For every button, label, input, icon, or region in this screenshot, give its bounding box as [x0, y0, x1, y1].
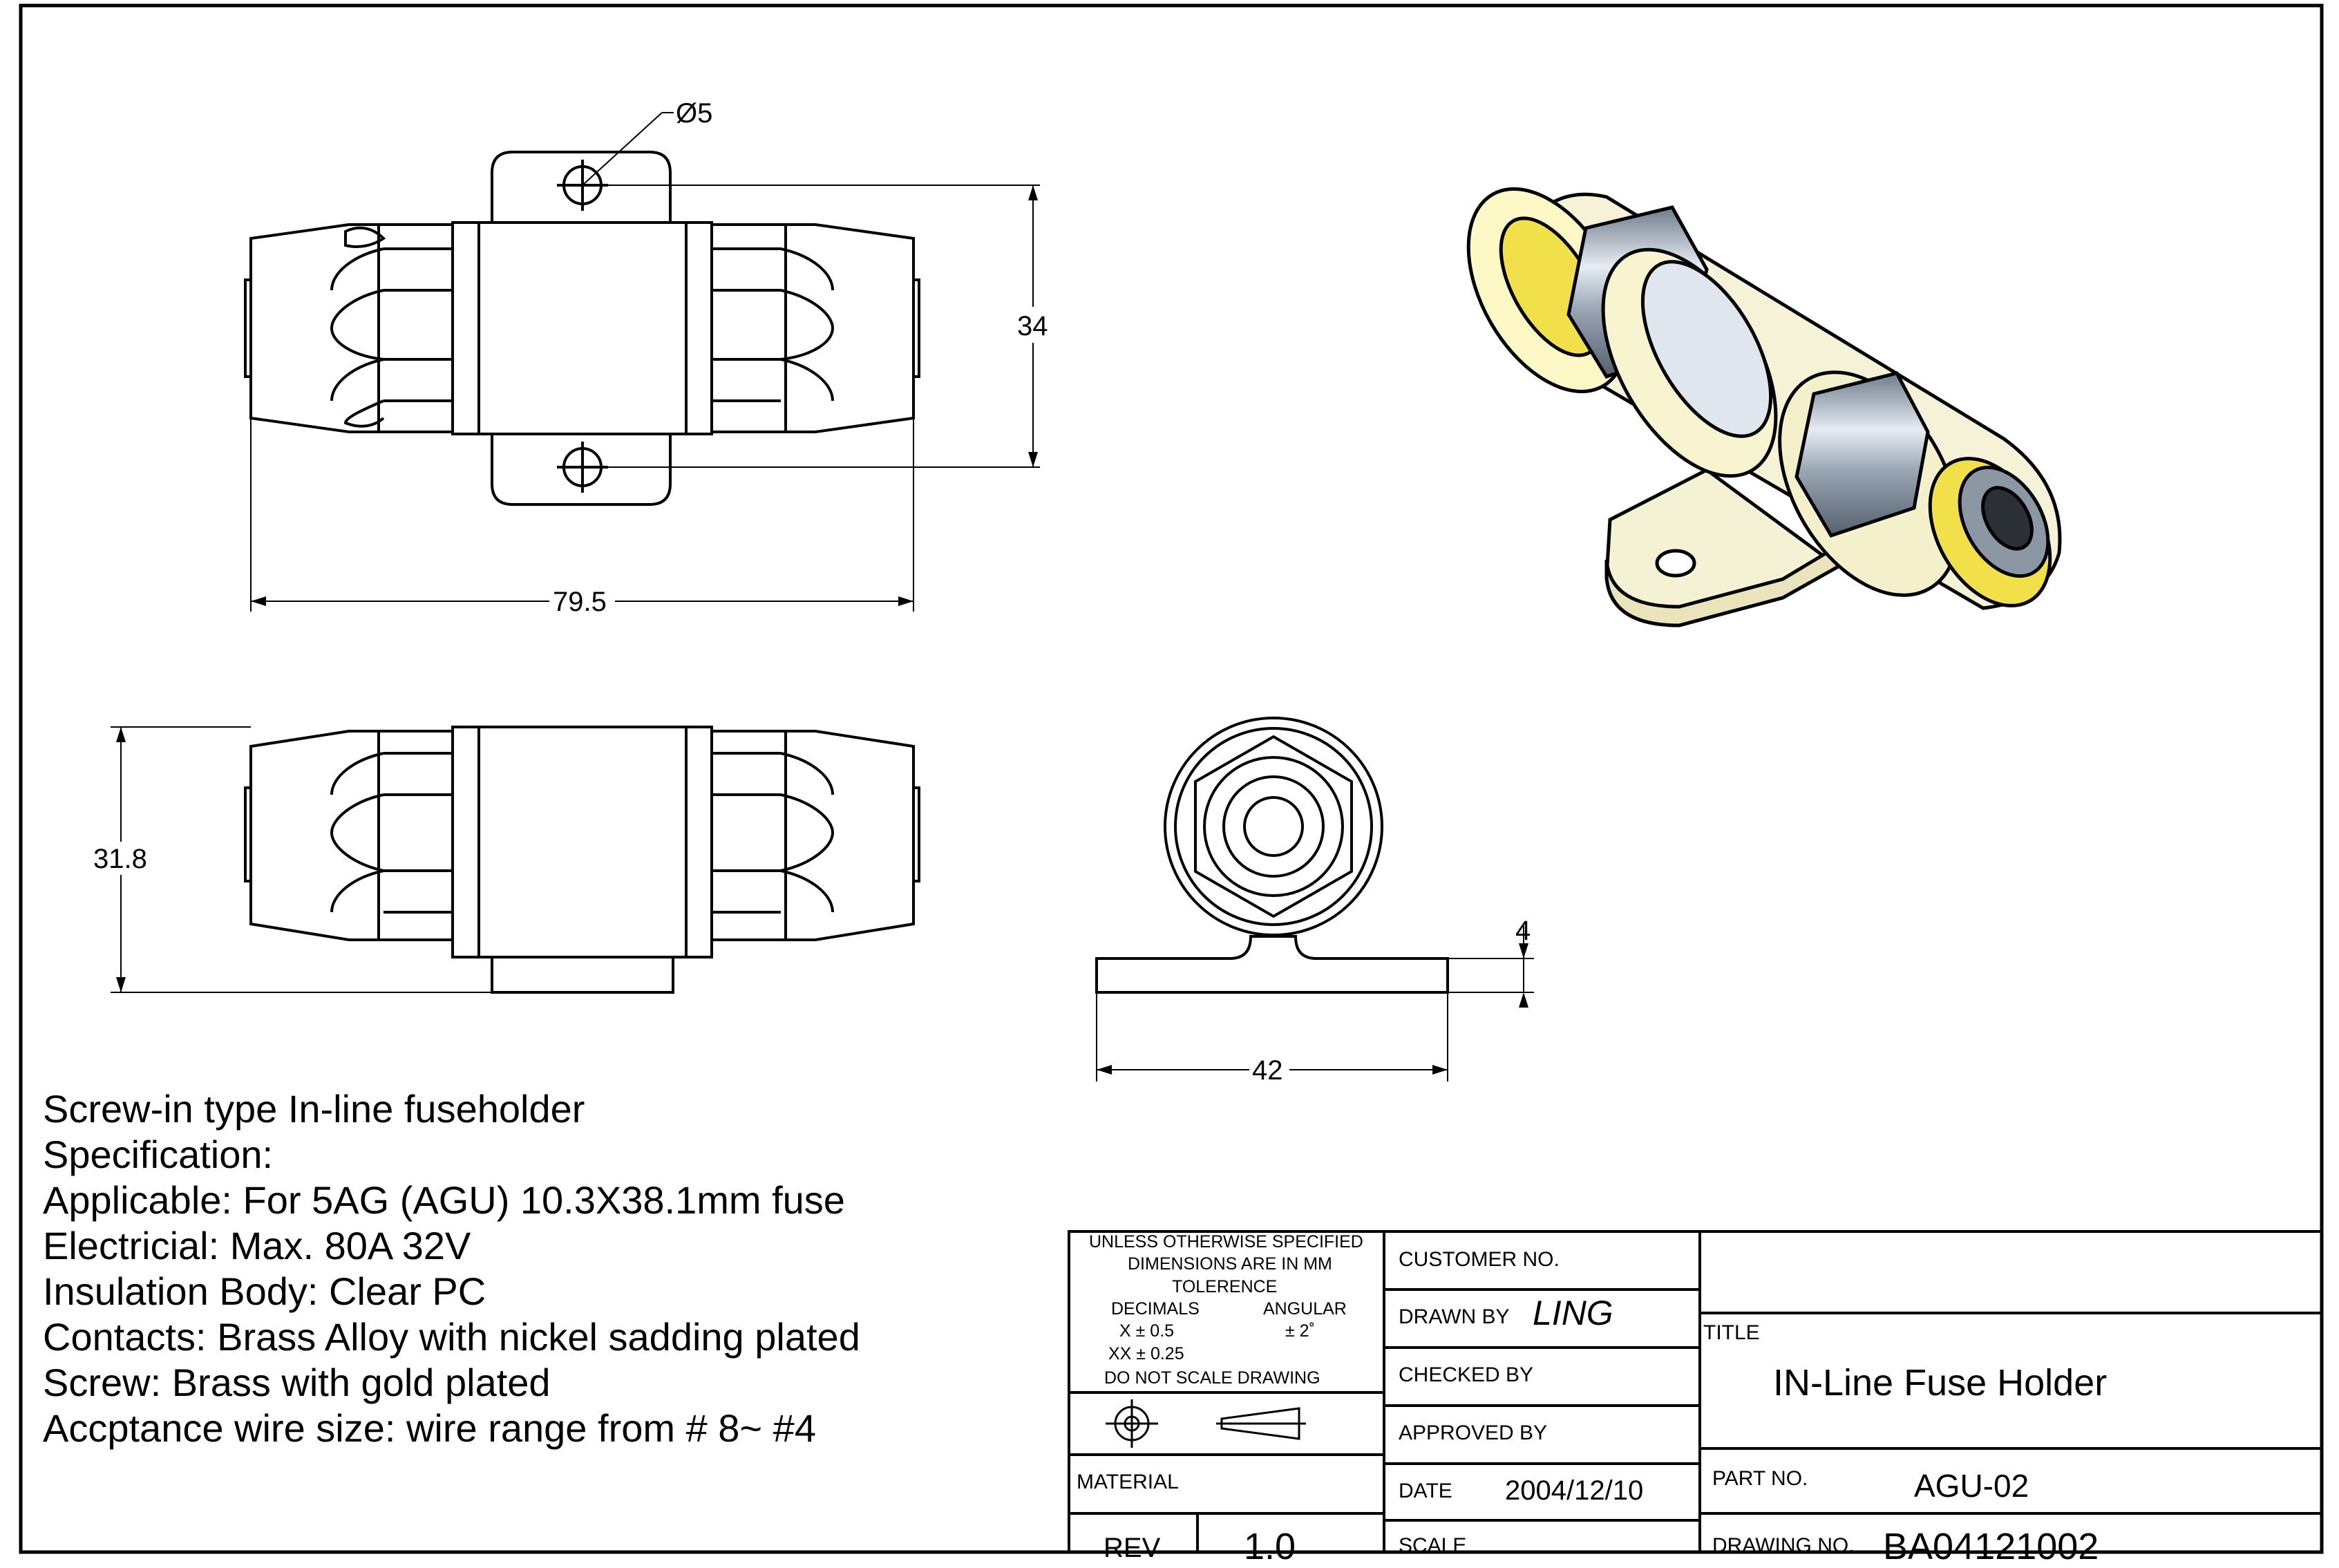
customer-no-label: CUSTOMER NO. — [1399, 1248, 1560, 1271]
projection-symbols — [1106, 1399, 1306, 1448]
top-left-flange — [451, 221, 480, 435]
side-left-end — [244, 786, 252, 882]
date-value: 2004/12/10 — [1505, 1475, 1644, 1506]
end-ring-3 — [1203, 756, 1344, 897]
top-left-lobe-2 — [383, 247, 453, 402]
iso-nut-right — [1795, 371, 1930, 538]
top-center-block — [477, 221, 688, 435]
rev-value: 1.0 — [1244, 1526, 1296, 1567]
rev-label: REV — [1104, 1533, 1161, 1563]
iso-fuse-window — [1640, 260, 1773, 438]
spec-line: Specification: — [43, 1133, 274, 1176]
drawn-by-value: LING — [1533, 1294, 1613, 1332]
side-right-end — [912, 786, 920, 882]
top-right-flange — [685, 221, 713, 435]
leader-dia — [582, 112, 663, 186]
decimals-label: DECIMALS — [1111, 1299, 1200, 1319]
dim-label-4: 4 — [1515, 916, 1531, 946]
dim-label-bg-34 — [1014, 307, 1052, 343]
tolerance-line-1: UNLESS OTHERWISE SPECIFIED — [1089, 1232, 1363, 1251]
part-no-label: PART NO. — [1712, 1467, 1808, 1490]
no-scale-note: DO NOT SCALE DRAWING — [1104, 1368, 1320, 1388]
side-left-flange — [451, 726, 480, 958]
spec-line: Accptance wire size: wire range from # 8… — [43, 1406, 816, 1450]
top-left-lobe-4 — [343, 399, 385, 428]
part-no-value: AGU-02 — [1914, 1468, 2029, 1504]
material-label: MATERIAL — [1077, 1471, 1179, 1493]
isometric-view — [1466, 187, 2062, 627]
iso-base-hole — [1655, 549, 1696, 578]
top-right-end — [912, 278, 920, 378]
dim-label-318: 31.8 — [93, 844, 147, 874]
spec-line: Insulation Body: Clear PC — [43, 1269, 486, 1313]
angular-tolerance: ± 2˚ — [1285, 1321, 1315, 1341]
date-label: DATE — [1399, 1480, 1452, 1502]
dim-label-42: 42 — [1252, 1055, 1283, 1086]
end-ring-4 — [1222, 775, 1325, 878]
end-ring-2 — [1174, 727, 1373, 926]
x-tolerance: X ± 0.5 — [1119, 1321, 1175, 1341]
end-base — [1095, 935, 1449, 994]
specification-notes: Screw-in type In-line fuseholder Specifi… — [43, 1086, 860, 1451]
side-right-body — [710, 730, 915, 941]
tolerance-line-2: DIMENSIONS ARE IN MM — [1128, 1254, 1332, 1274]
side-left-body — [249, 730, 454, 941]
spec-line: Contacts: Brass Alloy with nickel saddin… — [43, 1315, 860, 1359]
spec-line: Electricial: Max. 80A 32V — [43, 1224, 471, 1267]
angular-label: ANGULAR — [1263, 1299, 1347, 1319]
side-left-lobes — [330, 752, 453, 914]
spec-line: Screw-in type In-line fuseholder — [43, 1087, 585, 1131]
title-value: IN-Line Fuse Holder — [1773, 1362, 2108, 1404]
top-left-end — [244, 278, 252, 378]
end-outer-ring — [1164, 717, 1383, 936]
drawing-no-label: DRAWING NO. — [1712, 1534, 1855, 1557]
dim-label-dia: Ø5 — [676, 98, 712, 129]
title-block-grid — [1068, 1230, 2323, 1553]
top-right-lobes — [712, 247, 835, 402]
drawing-no-value: BA04121002 — [1883, 1526, 2099, 1567]
end-bore — [1243, 796, 1304, 857]
side-right-lobes — [712, 752, 835, 914]
title-label: TITLE — [1703, 1321, 1760, 1344]
side-base — [491, 956, 674, 994]
spec-line: Screw: Brass with gold plated — [43, 1361, 551, 1404]
xx-tolerance: XX ± 0.25 — [1108, 1344, 1184, 1363]
dim-label-795: 79.5 — [553, 587, 607, 617]
top-view — [244, 151, 920, 506]
dim-label-bg-318 — [90, 842, 155, 875]
end-view — [1095, 717, 1449, 994]
scale-label: SCALE — [1399, 1534, 1467, 1557]
dim-label-bg-795 — [549, 586, 615, 616]
tolerance-line-3: TOLERENCE — [1172, 1277, 1278, 1296]
side-view — [244, 726, 920, 994]
dim-label-bg-42 — [1249, 1055, 1289, 1085]
side-center-block — [477, 726, 688, 958]
top-left-lobe-3 — [330, 247, 384, 402]
checked-by-label: CHECKED BY — [1399, 1363, 1534, 1386]
spec-line: Applicable: For 5AG (AGU) 10.3X38.1mm fu… — [43, 1178, 845, 1222]
dim-label-34: 34 — [1017, 311, 1048, 341]
end-hex — [1194, 735, 1353, 918]
dim-arrowheads — [116, 185, 1528, 1075]
approved-by-label: APPROVED BY — [1399, 1421, 1548, 1444]
side-right-flange — [685, 726, 713, 958]
drawn-by-label: DRAWN BY — [1399, 1305, 1510, 1328]
projection-cone-icon — [1220, 1407, 1300, 1440]
top-left-lobe-1 — [344, 226, 386, 248]
iso-end-bore — [1981, 486, 2034, 551]
